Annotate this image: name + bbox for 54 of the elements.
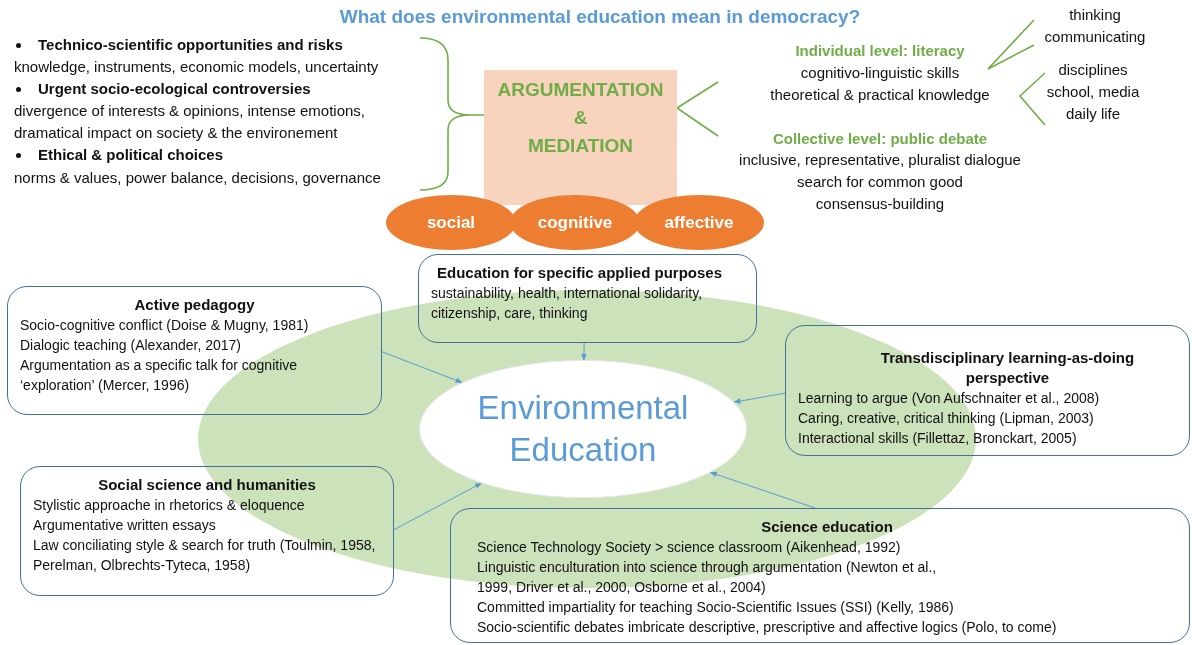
arrow bbox=[709, 471, 816, 509]
text-label: thinking bbox=[1069, 5, 1121, 25]
arrow bbox=[381, 351, 463, 383]
bullet-heading: Ethical & political choices bbox=[38, 145, 224, 165]
box-heading: Active pedagogy bbox=[133, 295, 256, 315]
box-text: Argumentative written essays bbox=[33, 516, 217, 535]
text-label: disciplines bbox=[1058, 60, 1128, 80]
level-heading: Individual level: literacy bbox=[795, 41, 965, 61]
box-text: Committed impartiality for teaching Socio-Scientific Issues (SSI) (Kelly, 1986) bbox=[477, 598, 955, 617]
box-heading: Education for specific applied purposes bbox=[436, 263, 724, 283]
box-text: Stylistic approache in rhetorics & eloquence bbox=[33, 496, 306, 515]
box-text: Linguistic enculturation into science through argumentation (Newton et al., 1999, Driver et al., 2000, Osborne et al., 2004) bbox=[477, 558, 938, 597]
text-label: search for common good bbox=[797, 172, 963, 192]
bullet-heading: Technico-scientific opportunities and risks bbox=[38, 35, 343, 55]
box-text: Dialogic teaching (Alexander, 2017) bbox=[20, 336, 243, 355]
text-label: communicating bbox=[1044, 27, 1146, 47]
box-text: Argumentation as a specific talk for cognitive ‘exploration’ (Mercer, 1996) bbox=[20, 356, 299, 395]
title-box bbox=[484, 70, 677, 205]
text-label: consensus-building bbox=[815, 194, 945, 214]
text-label: inclusive, representative, pluralist dialogue bbox=[739, 150, 1021, 170]
box-text: sustainability, health, international solidarity, citizenship, care, thinking bbox=[431, 284, 704, 323]
rounded-box bbox=[785, 325, 1190, 456]
diagram-title: What does environmental education mean in democracy? bbox=[339, 5, 861, 29]
rounded-box bbox=[418, 254, 757, 343]
level-heading: Collective level: public debate bbox=[772, 129, 988, 149]
box-text: Interactional skills (Fillettaz, Bronckart, 2005) bbox=[798, 429, 1078, 448]
center-title: Environmental Education bbox=[476, 388, 690, 470]
box-text: Caring, creative, critical thinking (Lipman, 2003) bbox=[798, 409, 1095, 428]
bullet-heading: Urgent socio-ecological controversies bbox=[38, 79, 311, 99]
box-text: Socio-scientific debates imbricate descriptive, prescriptive and affective logics (Polo, to come) bbox=[477, 618, 1058, 637]
oval-label: cognitive bbox=[537, 212, 613, 233]
arrow bbox=[581, 342, 587, 361]
box-text: Science Technology Society > science classroom (Aikenhead, 1992) bbox=[477, 538, 902, 557]
oval-label: social bbox=[426, 212, 476, 233]
box-heading: Social science and humanities bbox=[97, 475, 317, 495]
oval-label: affective bbox=[664, 212, 734, 233]
box-text: Socio-cognitive conflict (Doise & Mugny, 1981) bbox=[20, 316, 310, 335]
text-label: cognitivo-linguistic skills bbox=[800, 63, 960, 83]
text-label: norms & values, power balance, decisions, governance bbox=[14, 168, 381, 188]
box-heading: Science education bbox=[760, 517, 894, 537]
rounded-box bbox=[450, 508, 1190, 643]
text-label: knowledge, instruments, economic models, uncertainty bbox=[14, 57, 379, 77]
box-text: Law conciliating style & search for truth (Toulmin, 1958, Perelman, Olbrechts-Tyteca, 1958) bbox=[33, 536, 377, 575]
text-label: divergence of interests & opinions, intense emotions, dramatical impact on society & the environement bbox=[14, 101, 367, 143]
rounded-box bbox=[20, 466, 394, 596]
box-text: Learning to argue (Von Aufschnaiter et al., 2008) bbox=[798, 389, 1101, 408]
arrow bbox=[733, 392, 786, 404]
box-title: ARGUMENTATION & MEDIATION bbox=[496, 78, 665, 158]
text-label: daily life bbox=[1065, 104, 1121, 124]
arrow bbox=[393, 482, 482, 531]
box-heading: Transdisciplinary learning-as-doing perspective bbox=[879, 348, 1136, 388]
text-label: theoretical & practical knowledge bbox=[770, 85, 990, 105]
text-label: school, media bbox=[1046, 82, 1140, 102]
rounded-box bbox=[7, 286, 382, 415]
